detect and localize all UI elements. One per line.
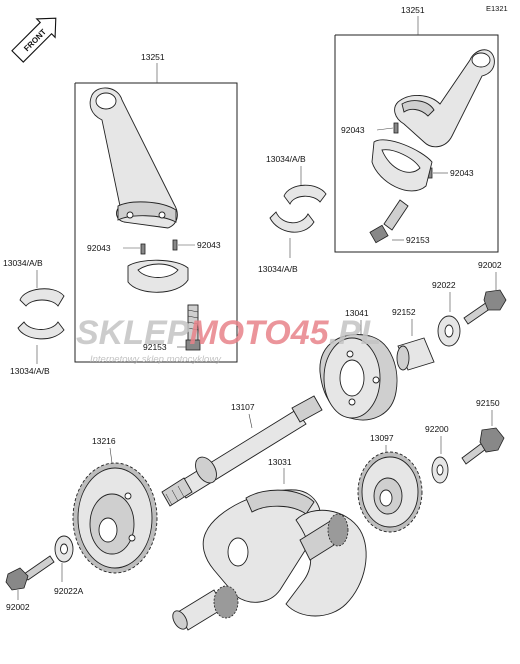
connecting-rod-right	[394, 49, 495, 148]
watermark-part1: SKLEP	[76, 314, 190, 352]
watermark: SKLEPMOTO45.PL Internetowy sklep motocyk…	[76, 314, 381, 365]
collar-sleeve	[396, 337, 435, 371]
label-collar: 92152	[392, 307, 416, 317]
label-conrod-right: 13251	[401, 5, 425, 15]
conrod-assembly-right: 13251 92043 92043 92153	[334, 5, 499, 253]
gear-13097	[357, 451, 423, 533]
dowel-pin-right-a	[393, 122, 399, 134]
conrod-bolt-left	[185, 304, 201, 351]
bolt-top-right	[463, 289, 507, 325]
gear-13216	[72, 462, 158, 574]
washer-bottom-left	[54, 535, 74, 563]
label-bearing-left-top: 13034/A/B	[3, 258, 43, 268]
conrod-bolt-right	[369, 199, 409, 244]
bolt-right-mid	[461, 427, 505, 465]
conrod-cap-left	[127, 259, 189, 293]
label-gear-right: 13097	[370, 433, 394, 443]
bolt-bottom-left	[5, 555, 55, 591]
label-bolt-left: 92153	[143, 342, 167, 352]
label-gear-clutch: 13041	[345, 308, 369, 318]
label-pin-right-a: 92043	[341, 125, 365, 135]
svg-text:SKLEPMOTO45.PL: SKLEPMOTO45.PL	[76, 314, 381, 352]
label-washer-top: 92022	[432, 280, 456, 290]
watermark-part4: .PL	[329, 314, 382, 352]
watermark-part3: 45	[290, 314, 330, 352]
label-washer-bottom-left: 92022A	[54, 586, 84, 596]
label-bearing-mid-bottom: 13034/A/B	[258, 264, 298, 274]
connecting-rod-left	[89, 87, 178, 229]
watermark-tagline: Internetowy sklep motocyklowy	[90, 354, 222, 365]
washer-top	[437, 315, 461, 347]
label-crankshaft: 13031	[268, 457, 292, 467]
label-pin-left-a: 92043	[87, 243, 111, 253]
label-bolt-right: 92153	[406, 235, 430, 245]
label-pin-right-b: 92043	[450, 168, 474, 178]
label-conrod-left: 13251	[141, 52, 165, 62]
bearing-shell-left-top	[19, 288, 65, 307]
label-washer-right: 92200	[425, 424, 449, 434]
bearing-shell-mid-bottom	[269, 211, 315, 233]
watermark-part2: MOTO	[189, 314, 290, 352]
label-bolt-bottom-left: 92002	[6, 602, 30, 612]
bearing-shell-left-bottom	[17, 321, 65, 340]
balancer-shaft	[161, 395, 323, 507]
bearing-shell-mid-top	[283, 184, 327, 205]
diagram-ref: E1321	[486, 4, 508, 13]
label-bearing-left-bottom: 13034/A/B	[10, 366, 50, 376]
label-bolt-top-right: 92002	[478, 260, 502, 270]
label-shaft: 13107	[231, 402, 255, 412]
dowel-pin-left-a	[140, 243, 146, 255]
conrod-assembly-left: 13251 92043 92043 921	[74, 52, 238, 363]
conrod-cap-right	[371, 139, 433, 192]
crankshaft	[172, 489, 367, 631]
washer-right	[431, 456, 449, 484]
label-bolt-right-mid: 92150	[476, 398, 500, 408]
crank-timing-gear	[213, 585, 239, 619]
front-arrow-icon: FRONT	[11, 17, 57, 63]
gear-13041	[319, 334, 398, 421]
label-bearing-mid-top: 13034/A/B	[266, 154, 306, 164]
label-pin-left-b: 92043	[197, 240, 221, 250]
dowel-pin-left-b	[172, 239, 178, 251]
label-gear-left: 13216	[92, 436, 116, 446]
crank-sprocket	[327, 513, 349, 547]
